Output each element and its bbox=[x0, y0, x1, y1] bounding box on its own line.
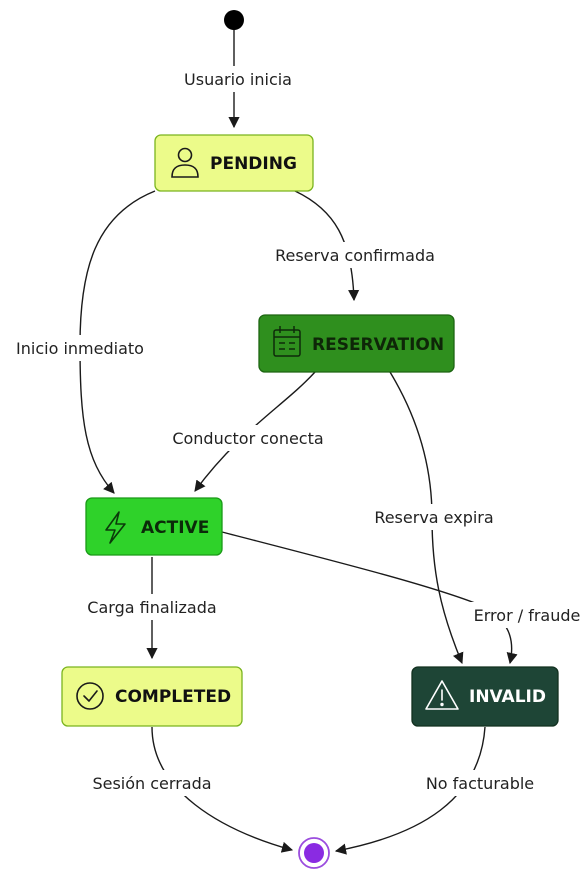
label-start-to-pending: Usuario inicia bbox=[172, 66, 302, 92]
svg-text:Conductor conecta: Conductor conecta bbox=[172, 429, 323, 448]
svg-text:Error / fraude: Error / fraude bbox=[474, 606, 581, 625]
label-invalid-to-end: No facturable bbox=[418, 770, 542, 796]
svg-text:Usuario inicia: Usuario inicia bbox=[184, 70, 292, 89]
state-pending-label: PENDING bbox=[210, 154, 297, 174]
label-reservation-to-invalid: Reserva expira bbox=[368, 504, 500, 530]
state-completed-label: COMPLETED bbox=[115, 687, 231, 707]
edge-pending-to-reservation bbox=[294, 190, 360, 302]
label-completed-to-end: Sesión cerrada bbox=[88, 770, 216, 796]
state-invalid-label: INVALID bbox=[469, 687, 546, 707]
start-node bbox=[224, 10, 244, 30]
state-reservation-label: RESERVATION bbox=[312, 335, 444, 355]
state-active[interactable]: ACTIVE bbox=[85, 497, 223, 556]
edge-invalid-to-end bbox=[334, 726, 486, 855]
warning-triangle-icon bbox=[425, 680, 459, 710]
state-completed[interactable]: COMPLETED bbox=[61, 666, 243, 727]
svg-text:Sesión cerrada: Sesión cerrada bbox=[92, 774, 211, 793]
state-active-label: ACTIVE bbox=[141, 518, 209, 538]
edge-completed-to-end bbox=[151, 726, 294, 853]
state-pending[interactable]: PENDING bbox=[154, 134, 314, 192]
svg-text:Reserva confirmada: Reserva confirmada bbox=[275, 246, 435, 265]
edge-reservation-to-active bbox=[194, 371, 316, 492]
state-invalid[interactable]: INVALID bbox=[411, 666, 559, 727]
edge-active-to-invalid bbox=[221, 531, 518, 665]
check-circle-icon bbox=[76, 682, 104, 710]
lightning-icon bbox=[105, 511, 126, 544]
label-active-to-invalid: Error / fraude bbox=[470, 602, 584, 628]
label-reservation-to-active: Conductor conecta bbox=[164, 425, 332, 451]
calendar-icon bbox=[273, 326, 301, 357]
label-pending-to-active: Inicio inmediato bbox=[8, 335, 152, 361]
label-pending-to-reservation: Reserva confirmada bbox=[264, 242, 446, 268]
label-active-to-completed: Carga finalizada bbox=[80, 594, 224, 620]
svg-text:Carga finalizada: Carga finalizada bbox=[87, 598, 216, 617]
user-icon bbox=[171, 147, 199, 178]
end-node bbox=[298, 837, 330, 869]
state-reservation[interactable]: RESERVATION bbox=[258, 314, 455, 373]
svg-text:Inicio inmediato: Inicio inmediato bbox=[16, 339, 144, 358]
svg-text:No facturable: No facturable bbox=[426, 774, 534, 793]
svg-text:Reserva expira: Reserva expira bbox=[374, 508, 493, 527]
